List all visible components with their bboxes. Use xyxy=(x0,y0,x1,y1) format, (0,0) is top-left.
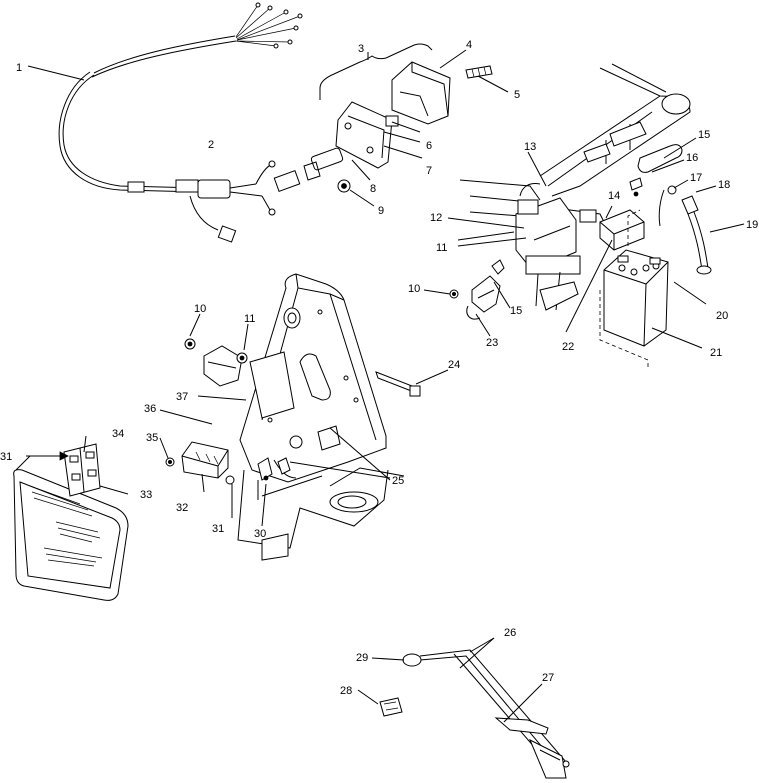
harness-wire-ends xyxy=(235,2,303,49)
callout-25: 25 xyxy=(392,475,404,487)
callout-32: 32 xyxy=(176,502,188,514)
callout-8: 8 xyxy=(370,183,376,195)
voltage-regulator xyxy=(165,441,235,485)
fuse-holder xyxy=(257,457,291,481)
callout-34: 34 xyxy=(112,428,124,440)
callout-labels: 1 2 3 4 5 6 7 8 9 10 10 11 11 12 13 14 1… xyxy=(0,39,758,697)
battery-assembly xyxy=(599,144,712,368)
cdi-box xyxy=(184,338,248,387)
callout-5: 5 xyxy=(514,89,520,101)
callout-19: 19 xyxy=(746,219,758,231)
callout-28: 28 xyxy=(340,685,352,697)
callout-35: 35 xyxy=(146,432,158,444)
callout-3: 3 xyxy=(358,43,364,55)
callout-37: 37 xyxy=(176,391,188,403)
callout-36: 36 xyxy=(144,403,156,415)
callout-7: 7 xyxy=(426,165,432,177)
callout-31-left: 31 xyxy=(0,451,12,463)
callout-31-right: 31 xyxy=(212,523,224,535)
callout-9: 9 xyxy=(378,205,384,217)
guard-plate xyxy=(13,443,129,601)
callout-16: 16 xyxy=(686,152,698,164)
callout-10-upper: 10 xyxy=(194,303,206,315)
battery-terminal-bolt xyxy=(629,177,643,197)
tail-light-housing xyxy=(391,61,451,125)
callout-15-lower: 15 xyxy=(510,305,522,317)
callout-17: 17 xyxy=(690,172,702,184)
callout-15-upper: 15 xyxy=(698,129,710,141)
callout-18: 18 xyxy=(718,179,730,191)
callout-22: 22 xyxy=(562,341,574,353)
callout-23: 23 xyxy=(486,337,498,349)
tail-light-bulb xyxy=(303,147,344,181)
callout-24: 24 xyxy=(448,359,460,371)
callout-12: 12 xyxy=(430,212,442,224)
tail-light-screw xyxy=(465,65,493,79)
callout-20: 20 xyxy=(716,310,728,322)
callout-27: 27 xyxy=(542,672,554,684)
callout-2: 2 xyxy=(208,139,214,151)
harness-branch xyxy=(189,195,237,243)
battery-cable-19 xyxy=(667,185,712,275)
callout-29: 29 xyxy=(356,652,368,664)
wiring-harness xyxy=(58,2,303,243)
rear-frame xyxy=(459,63,691,311)
battery xyxy=(603,249,669,347)
callout-11-right: 11 xyxy=(436,242,447,254)
harness-connector xyxy=(197,160,301,216)
callout-14: 14 xyxy=(608,190,620,202)
tail-light-lens xyxy=(335,101,393,169)
tail-light-assembly xyxy=(303,43,493,193)
callout-6: 6 xyxy=(426,140,432,152)
bracket-assembly xyxy=(449,259,505,320)
callout-33: 33 xyxy=(140,489,152,501)
callout-11-upper: 11 xyxy=(244,313,255,325)
mounting-plate xyxy=(237,273,405,561)
leader-lines xyxy=(15,49,745,723)
battery-cap xyxy=(637,144,683,173)
callout-13: 13 xyxy=(524,141,536,153)
callout-4: 4 xyxy=(466,39,472,51)
callout-26: 26 xyxy=(504,627,516,639)
bolt-24 xyxy=(375,371,421,397)
lower-harness xyxy=(379,649,570,779)
callout-30: 30 xyxy=(254,528,266,540)
callout-10-right: 10 xyxy=(408,283,420,295)
callout-1: 1 xyxy=(16,62,22,74)
callout-21: 21 xyxy=(710,347,722,359)
